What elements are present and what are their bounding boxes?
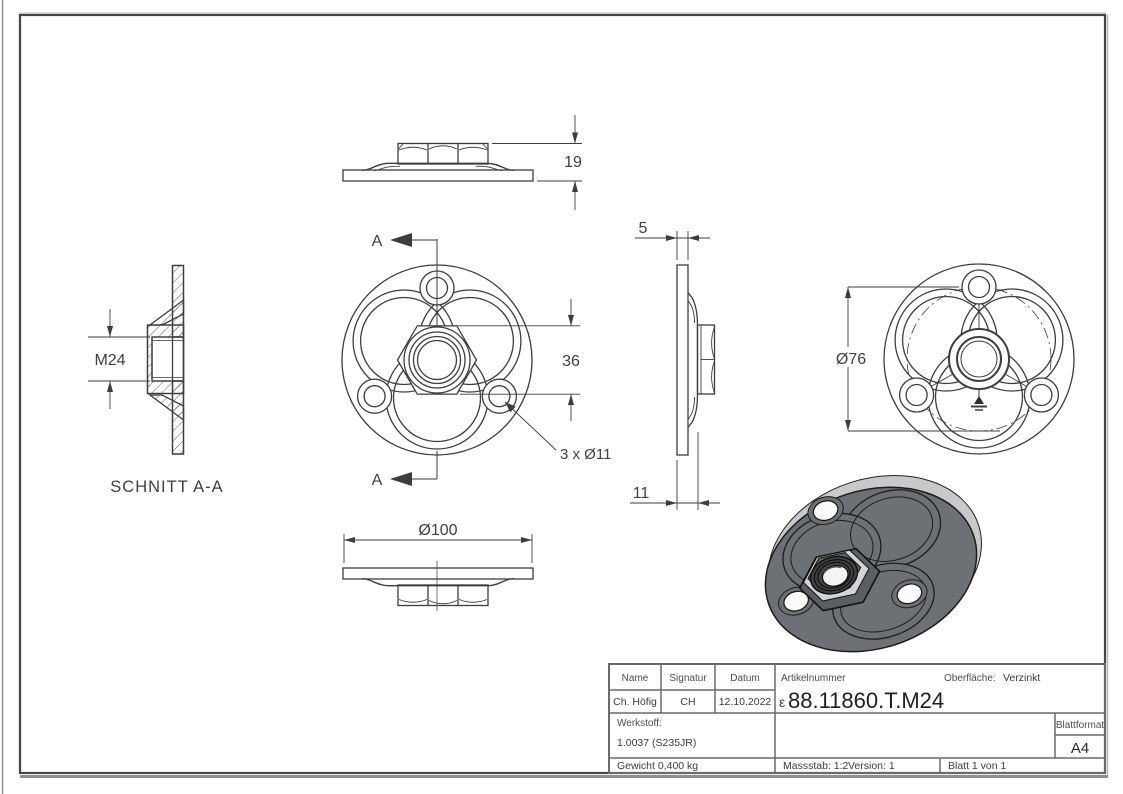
dim-5-label: 5 [639,220,648,237]
article-prefix: ε [779,694,785,710]
back-view: Ø76 [831,263,1075,455]
dim-76-label: Ø76 [836,351,866,368]
date-label: Datum [730,673,759,684]
article-label: Artikelnummer [781,673,846,684]
dim-11-label: 11 [633,485,650,502]
sheet-value: Blatt 1 von 1 [948,760,1007,772]
format-label: Blattformat [1056,720,1105,731]
iso-view [764,475,982,653]
version-value: Version: 1 [848,760,895,772]
title-block: Name Signatur Datum Artikelnummer Oberfl… [608,663,1106,774]
cut-letter-top: A [372,233,383,250]
dim-19-label: 19 [564,154,582,171]
holes-note-label: 3 x Ø11 [560,446,611,463]
iso-nut [798,547,881,612]
material-value: 1.0037 (S235JR) [617,737,696,749]
name-label: Name [622,673,649,684]
signature-value: CH [680,696,695,708]
dim-m24-label: M24 [94,352,125,369]
dim-100-label: Ø100 [418,522,457,539]
top-elevation-view: 19 [342,115,587,210]
article-number: 88.11860.T.M24 [788,688,944,713]
section-view: M24 SCHNITT A-A [88,264,223,496]
date-value: 12.10.2022 [719,696,772,708]
material-label: Werkstoff: [617,718,662,729]
weight-value: Gewicht 0,400 kg [617,760,698,772]
dim-36-label: 36 [562,353,580,370]
plan-view: A A 36 3 x Ø11 [341,233,611,489]
cut-letter-bottom: A [372,472,383,489]
name-value: Ch. Höfig [613,696,657,708]
scale-value: Massstab: 1:2 [783,760,849,772]
surface-label: Oberfläche: [944,673,996,684]
bottom-elevation-view: Ø100 [342,519,534,611]
weld-symbol [971,389,987,411]
format-value: A4 [1071,740,1089,757]
signature-label: Signatur [669,673,707,684]
surface-value: Verzinkt [1003,672,1040,684]
section-view-title: SCHNITT A-A [110,478,223,496]
side-profile-view: 5 11 [630,220,720,510]
